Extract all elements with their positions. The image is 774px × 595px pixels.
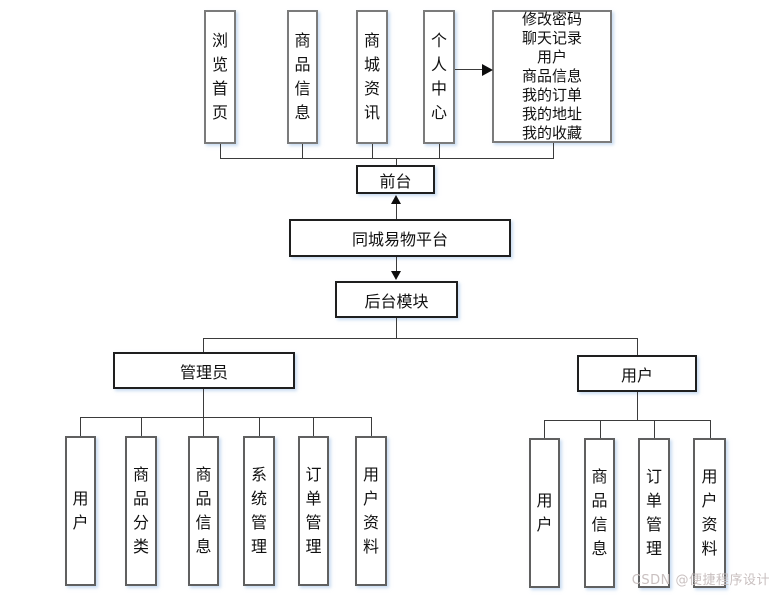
node-admin-user-profile: 用户资料 — [355, 436, 387, 586]
connector-personal-center-stub — [439, 144, 440, 158]
connector-bus-to-user — [637, 338, 638, 355]
node-browse-home: 浏览首页 — [204, 10, 236, 144]
connector-user-child-stub — [710, 420, 711, 438]
connector-admin-child-stub — [371, 417, 372, 436]
node-mall-news: 商城资讯 — [356, 10, 388, 144]
connector-user-stub — [637, 392, 638, 420]
arrowhead-right-icon — [482, 64, 493, 76]
personal-center-detail-line: 聊天记录 — [521, 29, 582, 47]
connector-bus-to-front — [396, 158, 397, 165]
node-admin-product-info: 商品信息 — [188, 436, 219, 586]
node-user-user: 用户 — [529, 438, 560, 588]
connector-user-child-stub — [600, 420, 601, 438]
connector-personal-center-detail — [455, 69, 483, 70]
personal-center-detail-line: 用户 — [536, 48, 567, 66]
connector-front-bus — [220, 158, 554, 159]
connector-bus-to-admin — [203, 338, 204, 352]
connector-admin-bus — [80, 417, 372, 418]
personal-center-detail-line: 修改密码 — [521, 10, 582, 28]
node-admin-order-mgmt: 订单管理 — [298, 436, 329, 586]
connector-user-child-stub — [544, 420, 545, 438]
connector-admin-child-stub — [203, 417, 204, 436]
connector-browse-home-stub — [220, 144, 221, 158]
node-admin-product-category: 商品分类 — [125, 436, 157, 586]
connector-platform-backend — [396, 257, 397, 271]
connector-backend-bus — [203, 338, 638, 339]
connector-admin-child-stub — [141, 417, 142, 436]
connector-detail-box-stub — [553, 143, 554, 158]
connector-user-child-stub — [654, 420, 655, 438]
connector-admin-stub — [203, 389, 204, 417]
connector-admin-child-stub — [80, 417, 81, 436]
node-admin: 管理员 — [113, 352, 295, 389]
personal-center-detail-line: 我的收藏 — [521, 124, 582, 142]
node-admin-user: 用户 — [65, 436, 96, 586]
node-product-info: 商品信息 — [287, 10, 318, 144]
connector-backend-stub — [396, 318, 397, 338]
node-user-product-info: 商品信息 — [584, 438, 615, 588]
personal-center-detail-line: 商品信息 — [521, 67, 582, 85]
connector-product-info-stub — [302, 144, 303, 158]
node-user-order-mgmt: 订单管理 — [638, 438, 670, 588]
connector-platform-front — [396, 204, 397, 219]
arrowhead-down-icon — [391, 271, 401, 280]
personal-center-detail-line: 我的地址 — [521, 105, 582, 123]
connector-mall-news-stub — [372, 144, 373, 158]
node-front: 前台 — [356, 165, 435, 194]
node-user-user-profile: 用户资料 — [693, 438, 726, 588]
arrowhead-up-icon — [391, 195, 401, 204]
node-user: 用户 — [577, 355, 697, 392]
connector-admin-child-stub — [313, 417, 314, 436]
node-backend: 后台模块 — [335, 281, 458, 318]
personal-center-detail-line: 我的订单 — [521, 86, 582, 104]
node-personal-center-detail: 修改密码 聊天记录 用户 商品信息 我的订单 我的地址 我的收藏 — [492, 10, 612, 143]
watermark: CSDN @便捷程序设计 — [631, 573, 770, 588]
connector-admin-child-stub — [259, 417, 260, 436]
node-admin-system-mgmt: 系统管理 — [243, 436, 275, 586]
node-platform-root: 同城易物平台 — [289, 219, 511, 257]
connector-user-bus — [544, 420, 711, 421]
node-personal-center: 个人中心 — [423, 10, 455, 144]
